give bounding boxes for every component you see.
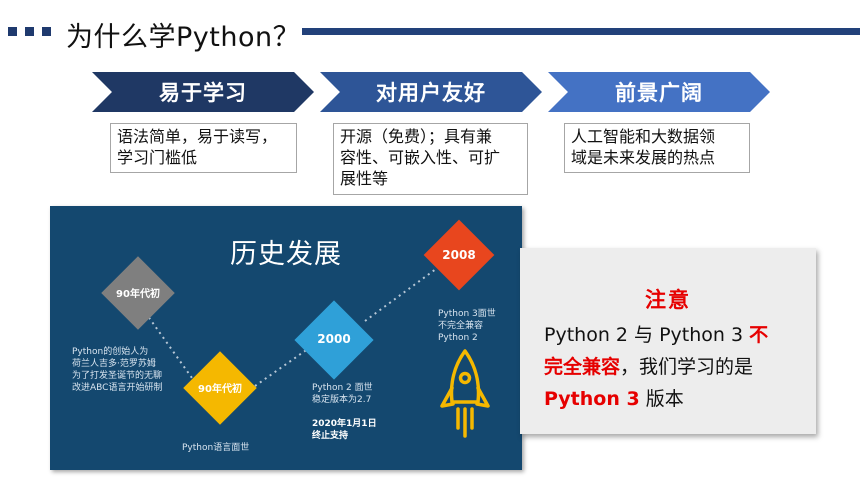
note-line-3: Python 3 版本 bbox=[544, 384, 684, 411]
compatibility-note: 注意 Python 2 与 Python 3 不 完全兼容，我们学习的是 Pyt… bbox=[520, 248, 816, 434]
note-line: 为了打发圣诞节的无聊 bbox=[72, 371, 163, 381]
feature-desc-easy: 语法简单，易于读写， 学习门槛低 bbox=[110, 123, 297, 173]
note-line: 荷兰人吉多·范罗苏姆 bbox=[72, 359, 156, 369]
page-title: 为什么学Python？ bbox=[66, 22, 301, 53]
history-title: 历史发展 bbox=[230, 239, 342, 270]
desc-line: 人工智能和大数据领 bbox=[571, 127, 716, 146]
history-panel: 历史发展 90年代初 90年代初 2000 2008 Python的创始人为 荷… bbox=[50, 206, 522, 470]
milestone-90s-gray-label: 90年代初 bbox=[116, 289, 160, 300]
desc-line: 展性等 bbox=[340, 169, 389, 188]
note-emphasis: 完全兼容 bbox=[544, 356, 621, 378]
note-py3: Python 3面世 不完全兼容 Python 2 bbox=[438, 308, 496, 344]
milestone-2000-label: 2000 bbox=[317, 332, 351, 346]
feature-desc-prospect: 人工智能和大数据领 域是未来发展的热点 bbox=[564, 123, 750, 173]
header-square-2 bbox=[25, 27, 34, 36]
desc-line: 容性、可嵌入性、可扩 bbox=[340, 148, 501, 167]
feature-chevron-friendly: 对用户友好 bbox=[320, 72, 542, 112]
note-title: 注意 bbox=[645, 288, 691, 312]
milestone-2008-label: 2008 bbox=[442, 248, 476, 262]
note-line: 不完全兼容 bbox=[438, 321, 484, 331]
note-line: Python的创始人为 bbox=[72, 347, 149, 357]
note-eol: 2020年1月1日 终止支持 bbox=[312, 418, 377, 442]
note-line: Python 2 面世 bbox=[312, 383, 373, 393]
note-line: Python 2 bbox=[438, 333, 478, 343]
note-line: 改进ABC语言开始研制 bbox=[72, 383, 163, 393]
note-emphasis: Python 3 bbox=[544, 388, 640, 410]
header-bar bbox=[302, 28, 860, 35]
rocket-icon bbox=[440, 349, 490, 438]
desc-line: 开源（免费）；具有兼 bbox=[340, 127, 493, 146]
note-line-1: Python 2 与 Python 3 不 bbox=[544, 320, 768, 347]
note-text: Python 2 与 Python 3 bbox=[544, 324, 750, 346]
note-line-2: 完全兼容，我们学习的是 bbox=[544, 352, 753, 379]
note-birth: Python语言面世 bbox=[182, 443, 250, 453]
milestone-90s-yellow-label: 90年代初 bbox=[198, 384, 242, 395]
header-square-1 bbox=[8, 27, 17, 36]
note-py2: Python 2 面世 稳定版本为2.7 bbox=[312, 382, 373, 406]
note-line: 终止支持 bbox=[312, 431, 349, 441]
feature-desc-friendly: 开源（免费）；具有兼 容性、可嵌入性、可扩 展性等 bbox=[333, 123, 528, 195]
note-line: 2020年1月1日 bbox=[312, 419, 377, 429]
note-emphasis: 不 bbox=[749, 324, 769, 346]
header-square-3 bbox=[42, 27, 51, 36]
desc-line: 域是未来发展的热点 bbox=[571, 148, 716, 167]
feature-chevron-easy: 易于学习 bbox=[92, 72, 314, 112]
note-line: 稳定版本为2.7 bbox=[312, 395, 372, 405]
desc-line: 语法简单，易于读写， bbox=[117, 127, 278, 146]
note-line: Python 3面世 bbox=[438, 309, 496, 319]
note-text: ，我们学习的是 bbox=[620, 356, 754, 378]
desc-line: 学习门槛低 bbox=[117, 148, 198, 167]
note-origin: Python的创始人为 荷兰人吉多·范罗苏姆 为了打发圣诞节的无聊 改进ABC语… bbox=[72, 346, 162, 394]
note-text: 版本 bbox=[639, 388, 684, 410]
feature-chevron-prospect: 前景广阔 bbox=[548, 72, 770, 112]
